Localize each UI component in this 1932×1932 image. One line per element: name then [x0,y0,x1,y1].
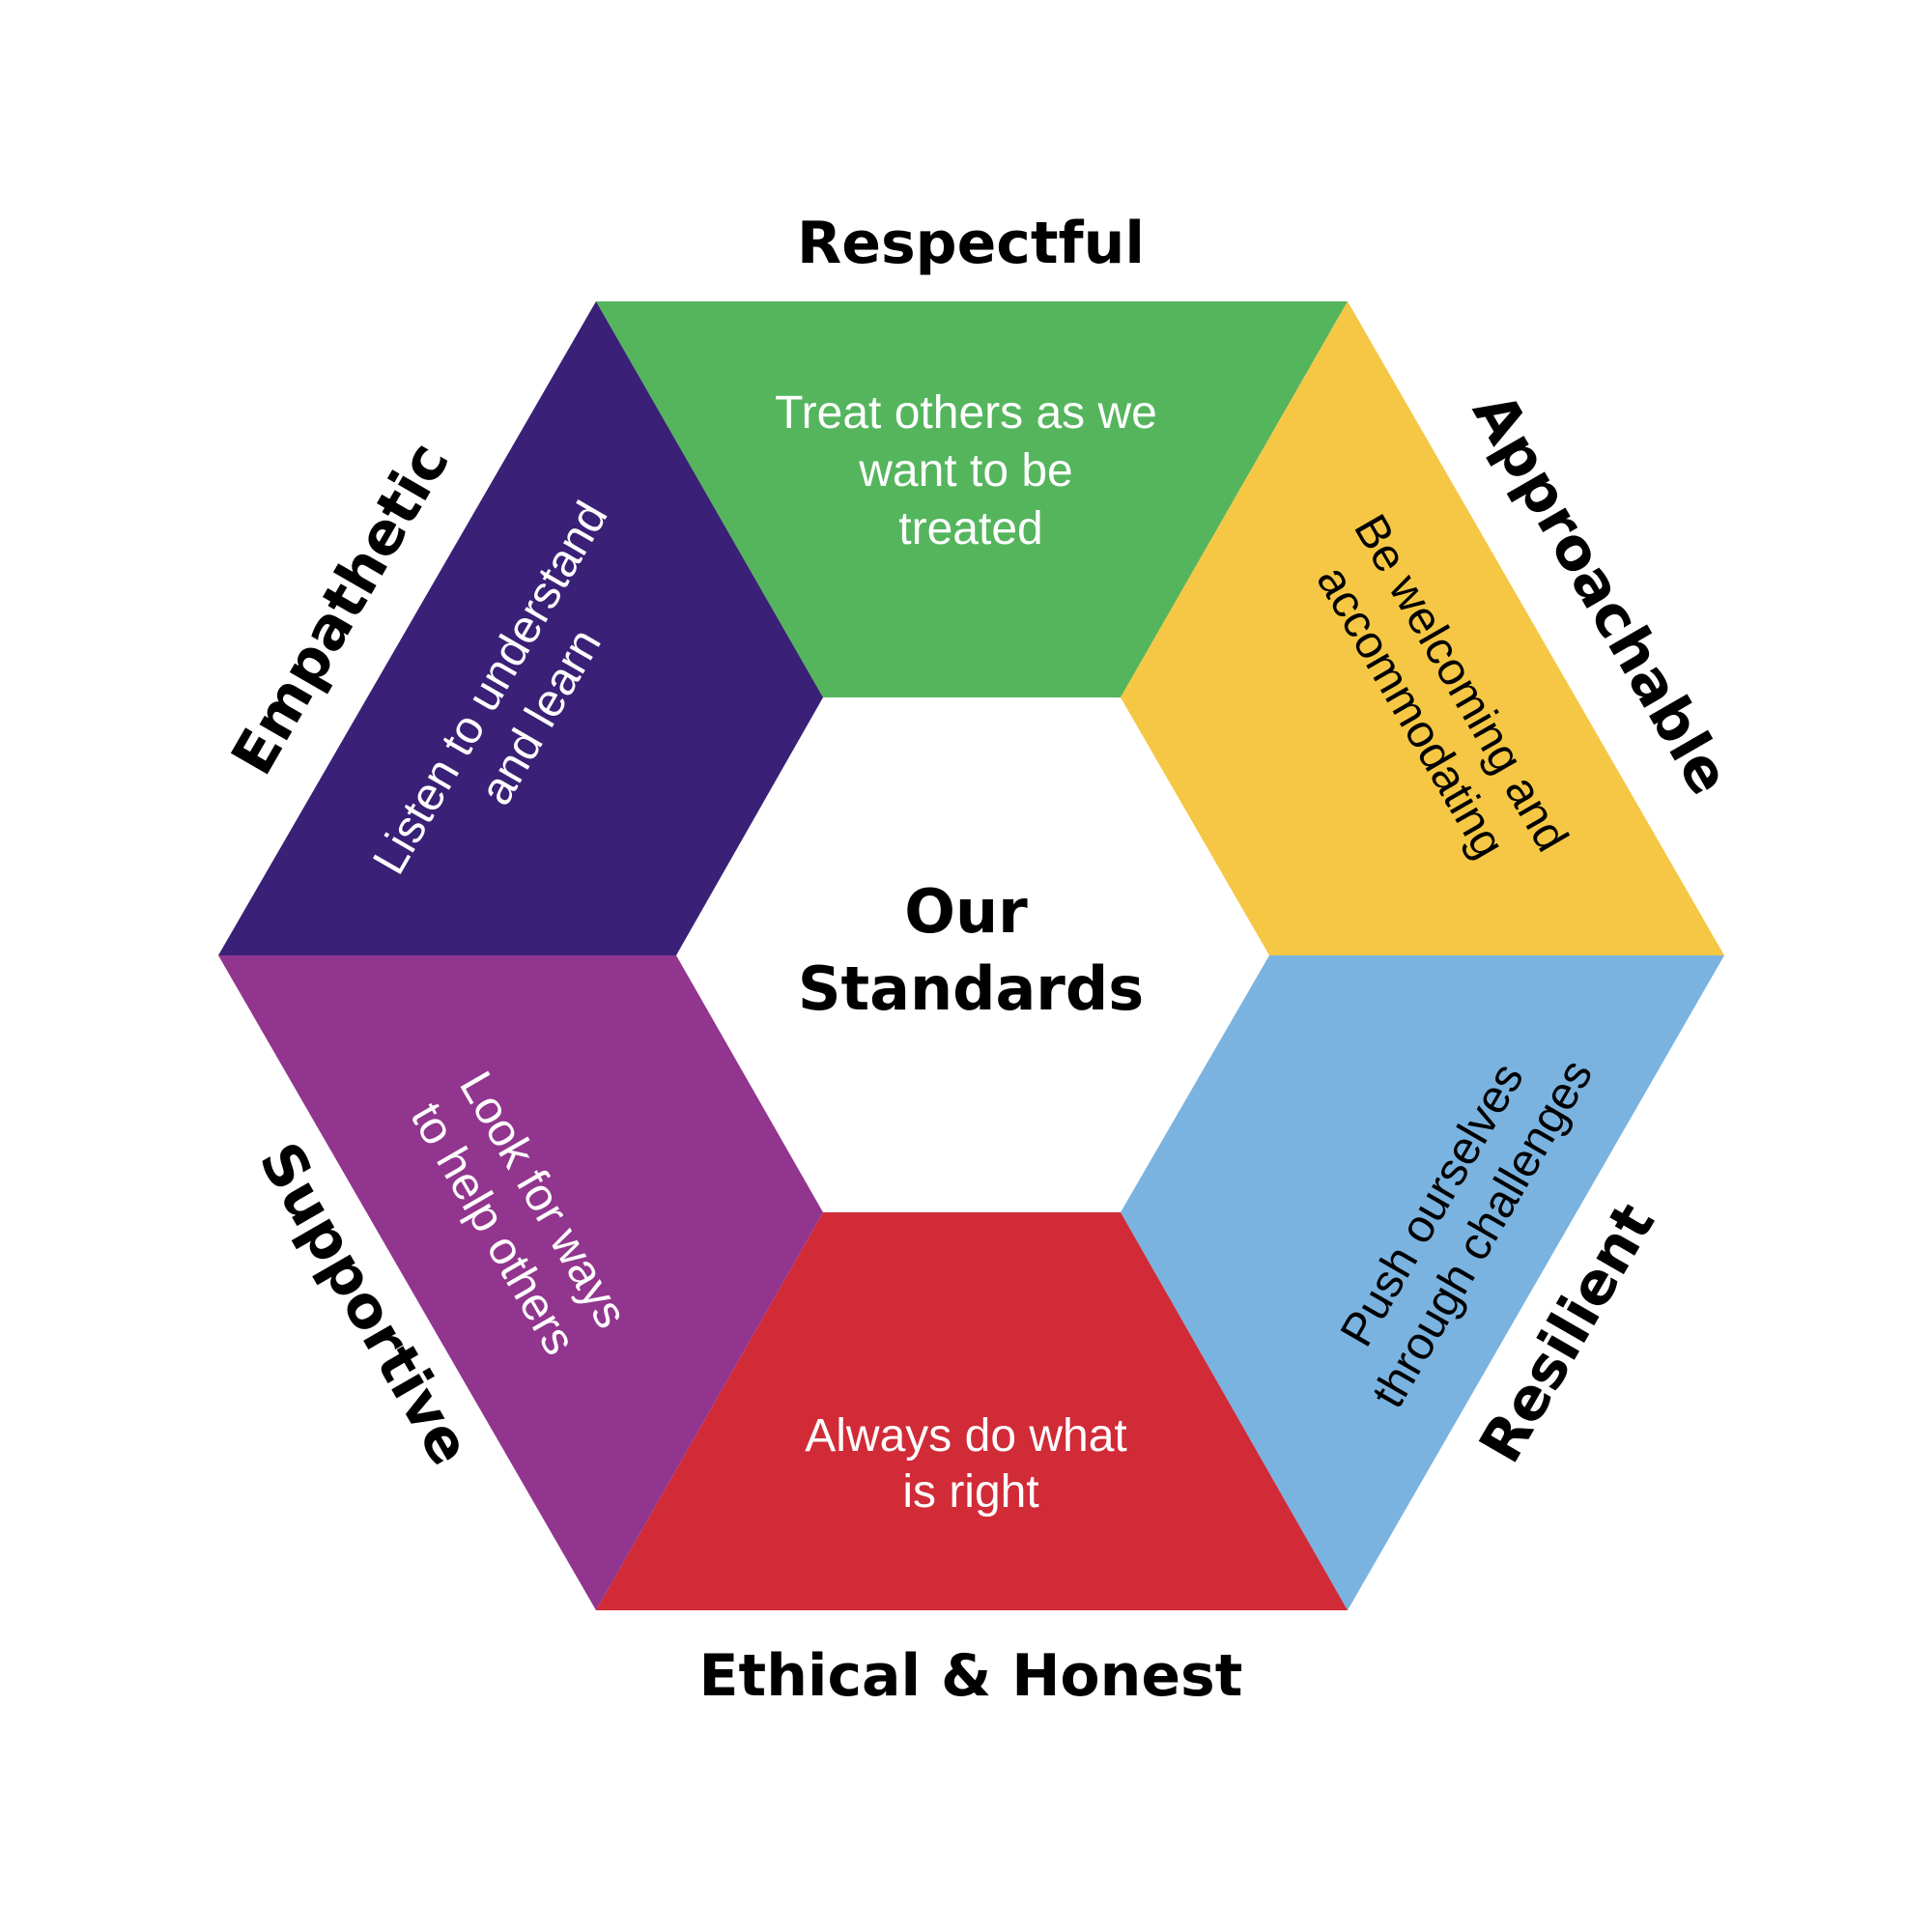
title-respectful: Respectful [797,210,1145,277]
desc-respectful: Treat others as we want to be treated [775,387,1157,554]
desc-respectful-line-3: treated [898,503,1042,554]
segment-respectful [596,301,1348,697]
desc-respectful-line-1: Treat others as we [775,387,1157,439]
segment-supportive [218,955,823,1610]
desc-respectful-line-2: want to be [858,445,1072,497]
segment-ethical [596,1212,1348,1610]
segment-approachable [1121,301,1724,955]
desc-ethical-line-2: is right [902,1466,1038,1518]
title-ethical: Ethical & Honest [699,1642,1243,1710]
center-line-2: Standards [798,953,1144,1024]
center-line-1: Our [904,876,1028,947]
desc-ethical: Always do what is right [805,1410,1127,1518]
segment-empathetic [218,301,823,955]
desc-ethical-line-1: Always do what [805,1410,1127,1462]
center-label: Our Standards [798,876,1144,1024]
segment-resilient [1121,955,1724,1610]
